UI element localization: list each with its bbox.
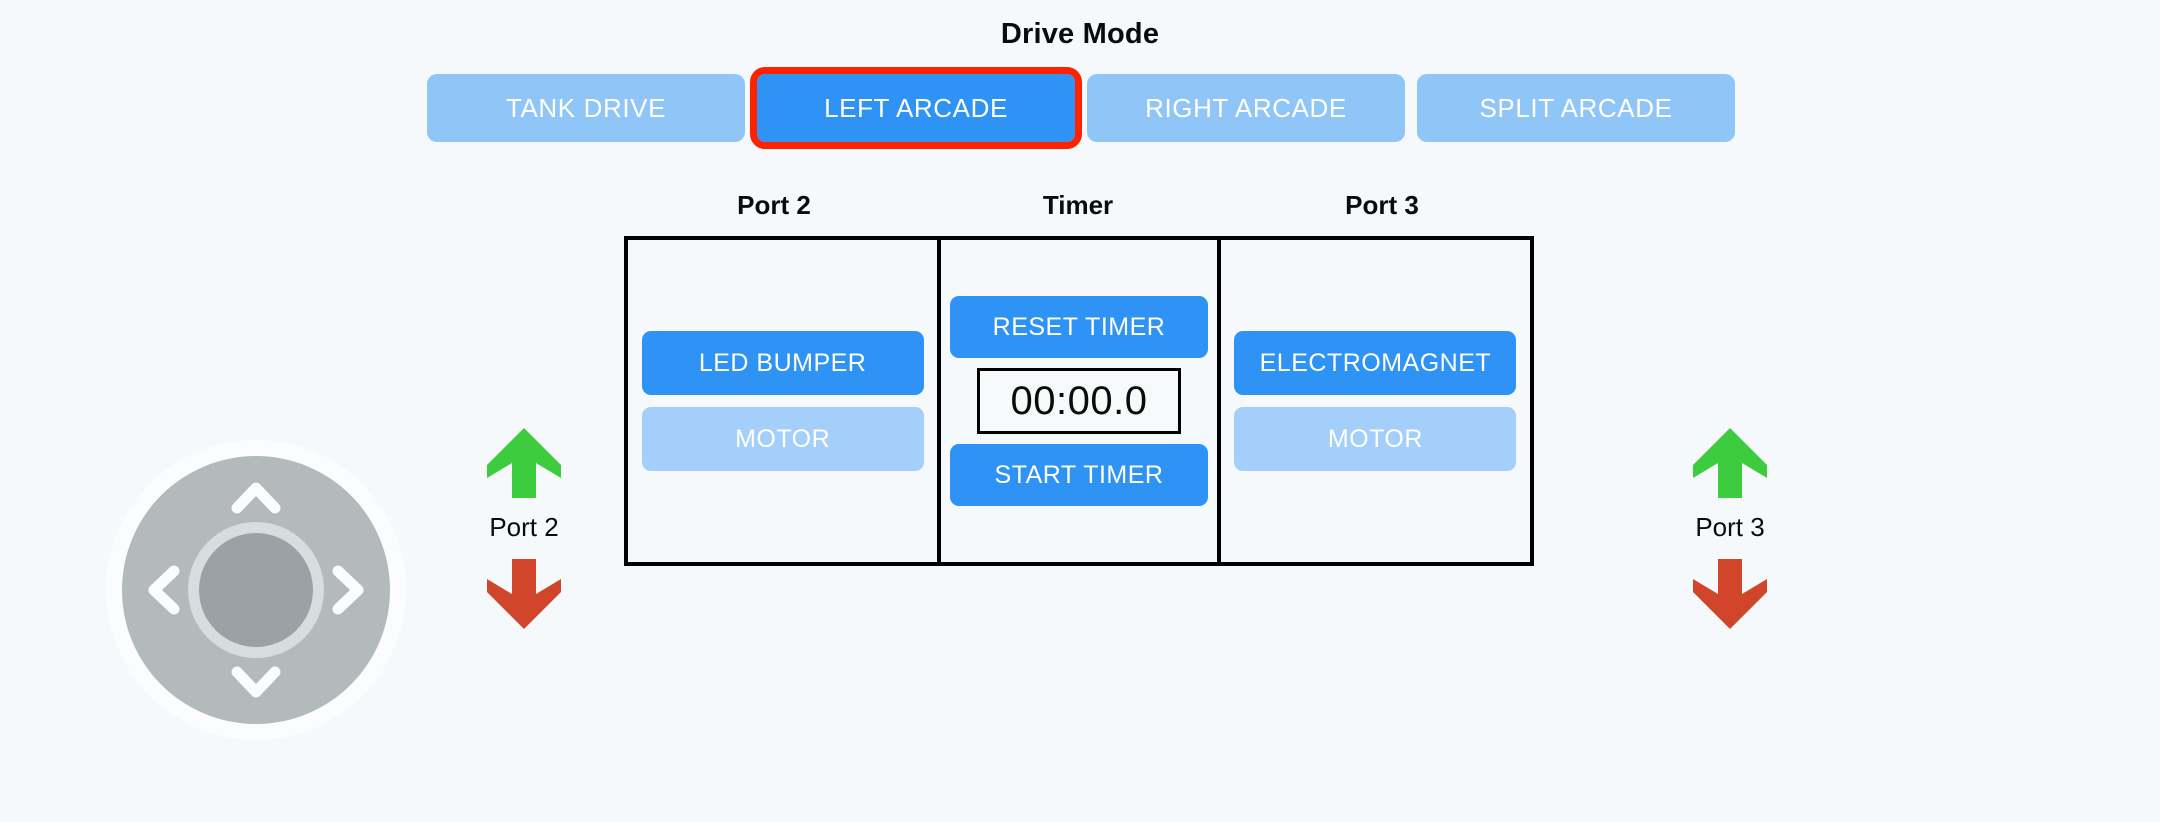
port2-arrow-label: Port 2 [489,512,559,542]
drive-mode-split-arcade[interactable]: SPLIT ARCADE [1417,74,1735,142]
chevron-up-icon[interactable] [229,472,283,526]
page-title: Drive Mode [1000,18,1160,50]
port3-arrow-label: Port 3 [1695,512,1765,542]
control-panel: LED BUMPER MOTOR RESET TIMER 00:00.0 STA… [624,236,1534,566]
dpad-center-button[interactable] [199,533,313,647]
port2-column: LED BUMPER MOTOR [628,240,937,562]
port2-led-bumper-button[interactable]: LED BUMPER [641,331,924,395]
port2-arrow-down-icon[interactable] [481,551,567,637]
dpad-controller [106,440,406,740]
chevron-right-icon[interactable] [320,563,374,617]
port2-button-stack: LED BUMPER MOTOR [641,331,924,471]
chevron-left-icon[interactable] [138,563,192,617]
port2-arrow-controls: Port 2 [444,420,604,637]
port3-arrow-up-icon[interactable] [1687,420,1773,506]
timer-column: RESET TIMER 00:00.0 START TIMER [937,240,1221,562]
panel-column-headers: Port 2 Timer Port 3 [622,190,1534,221]
start-timer-button[interactable]: START TIMER [950,444,1208,506]
port3-motor-button[interactable]: MOTOR [1234,407,1517,471]
port3-button-stack: ELECTROMAGNET MOTOR [1234,331,1517,471]
port3-arrow-down-icon[interactable] [1687,551,1773,637]
port3-header: Port 3 [1345,190,1419,220]
timer-display: 00:00.0 [977,368,1181,434]
port2-motor-button[interactable]: MOTOR [641,407,924,471]
reset-timer-button[interactable]: RESET TIMER [950,296,1208,358]
drive-mode-tank-drive[interactable]: TANK DRIVE [427,74,745,142]
drive-mode-left-arcade[interactable]: LEFT ARCADE [750,67,1082,149]
port3-column: ELECTROMAGNET MOTOR [1221,240,1530,562]
drive-mode-selector: TANK DRIVE LEFT ARCADE RIGHT ARCADE SPLI… [427,67,1747,149]
chevron-down-icon[interactable] [229,654,283,708]
port3-electromagnet-button[interactable]: ELECTROMAGNET [1234,331,1517,395]
drive-mode-right-arcade[interactable]: RIGHT ARCADE [1087,74,1405,142]
port2-header: Port 2 [737,190,811,220]
port2-arrow-up-icon[interactable] [481,420,567,506]
timer-header: Timer [1042,190,1114,220]
timer-stack: RESET TIMER 00:00.0 START TIMER [950,296,1208,506]
port3-arrow-controls: Port 3 [1650,420,1810,637]
